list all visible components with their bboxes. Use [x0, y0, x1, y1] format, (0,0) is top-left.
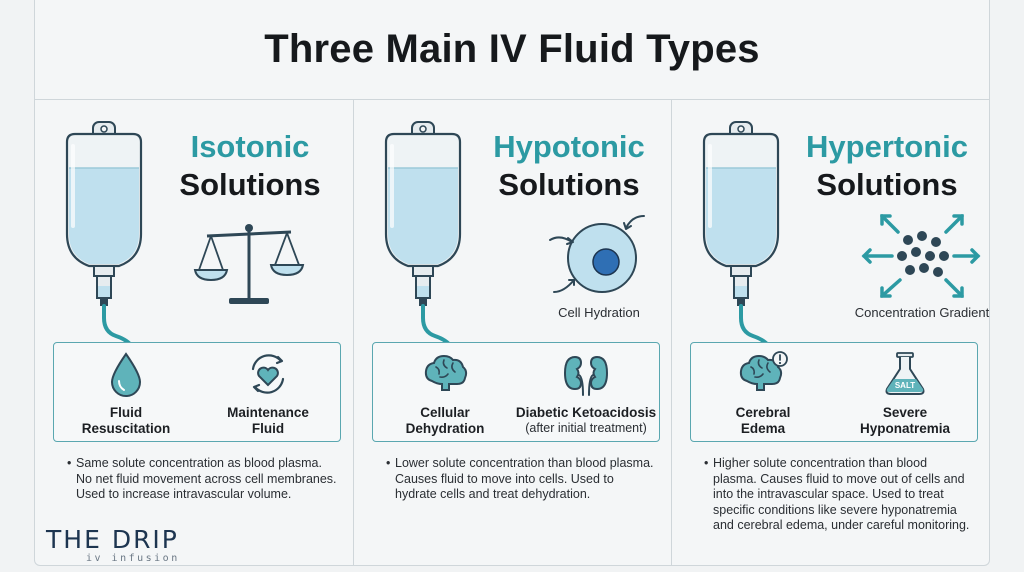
heading-line1: Hypertonic — [806, 129, 968, 164]
column-hypotonic: Hypotonic Solutions Cell Hydration Cellu… — [353, 100, 671, 566]
use-item: Cellular Dehydration — [375, 351, 515, 437]
infographic-frame: Three Main IV Fluid Types Isotonic Solut… — [34, 0, 990, 566]
heading-line2: Solutions — [498, 167, 640, 202]
balance-scale-icon — [193, 224, 305, 304]
use-item: Diabetic Ketoacidosis (after initial tre… — [511, 351, 661, 436]
flask-label: SALT — [895, 381, 915, 390]
use-label: Diabetic Ketoacidosis — [515, 405, 657, 420]
description-hypotonic: • Lower solute concentration than blood … — [386, 456, 654, 501]
logo-wordmark: THE DRIP — [46, 525, 179, 554]
description-hypertonic: • Higher solute concentration than blood… — [704, 456, 970, 532]
iv-bag-icon — [65, 121, 143, 346]
use-sublabel: (after initial treatment) — [525, 421, 647, 435]
use-label: Maintenance Fluid — [227, 405, 309, 436]
brain-alert-icon — [739, 351, 788, 391]
concentration-gradient-icon — [861, 214, 981, 298]
heading-line2: Solutions — [816, 167, 958, 202]
page-title: Three Main IV Fluid Types — [264, 27, 760, 71]
heading-hypertonic: Hypertonic Solutions — [782, 128, 992, 204]
heading-hypotonic: Hypotonic Solutions — [464, 128, 674, 204]
uses-box-hypertonic: Cerebral Edema SALT Severe Hyponatremia — [690, 342, 978, 442]
use-label: Severe Hyponatremia — [859, 405, 951, 436]
heading-line1: Hypotonic — [493, 129, 645, 164]
iv-bag-icon — [702, 121, 780, 346]
uses-box-hypotonic: Cellular Dehydration Diabetic Ketoacidos… — [372, 342, 660, 442]
heart-cycle-icon — [251, 354, 285, 394]
kidneys-icon — [563, 355, 609, 396]
brand-logo: THE DRIP iv infusion — [46, 527, 216, 567]
use-label: Fluid Resuscitation — [81, 405, 171, 436]
salt-flask-icon: SALT — [885, 352, 925, 395]
column-isotonic: Isotonic Solutions Fluid Res — [35, 100, 353, 566]
droplet-icon — [110, 352, 142, 397]
heading-line2: Solutions — [179, 167, 321, 202]
logo-tagline: iv infusion — [86, 553, 180, 564]
use-item: Maintenance Fluid — [198, 351, 338, 437]
use-label: Cerebral Edema — [735, 405, 791, 436]
heading-line1: Isotonic — [190, 129, 310, 164]
cell-icon — [549, 215, 645, 293]
visual-caption: Cell Hydration — [558, 305, 640, 320]
heading-isotonic: Isotonic Solutions — [145, 128, 355, 204]
iv-bag-icon — [384, 121, 462, 346]
use-label: Cellular Dehydration — [405, 405, 485, 436]
title-bar: Three Main IV Fluid Types — [35, 0, 989, 100]
uses-box-isotonic: Fluid Resuscitation Maintenance Fluid — [53, 342, 341, 442]
brain-icon — [424, 354, 468, 391]
use-item: Fluid Resuscitation — [56, 351, 196, 437]
column-hypertonic: Hypertonic Solutions Concentration Gradi… — [671, 100, 991, 566]
use-item: Cerebral Edema — [693, 351, 833, 437]
description-isotonic: • Same solute concentration as blood pla… — [67, 456, 337, 501]
visual-caption: Concentration Gradient — [854, 305, 990, 320]
use-item: SALT Severe Hyponatremia — [835, 351, 975, 437]
